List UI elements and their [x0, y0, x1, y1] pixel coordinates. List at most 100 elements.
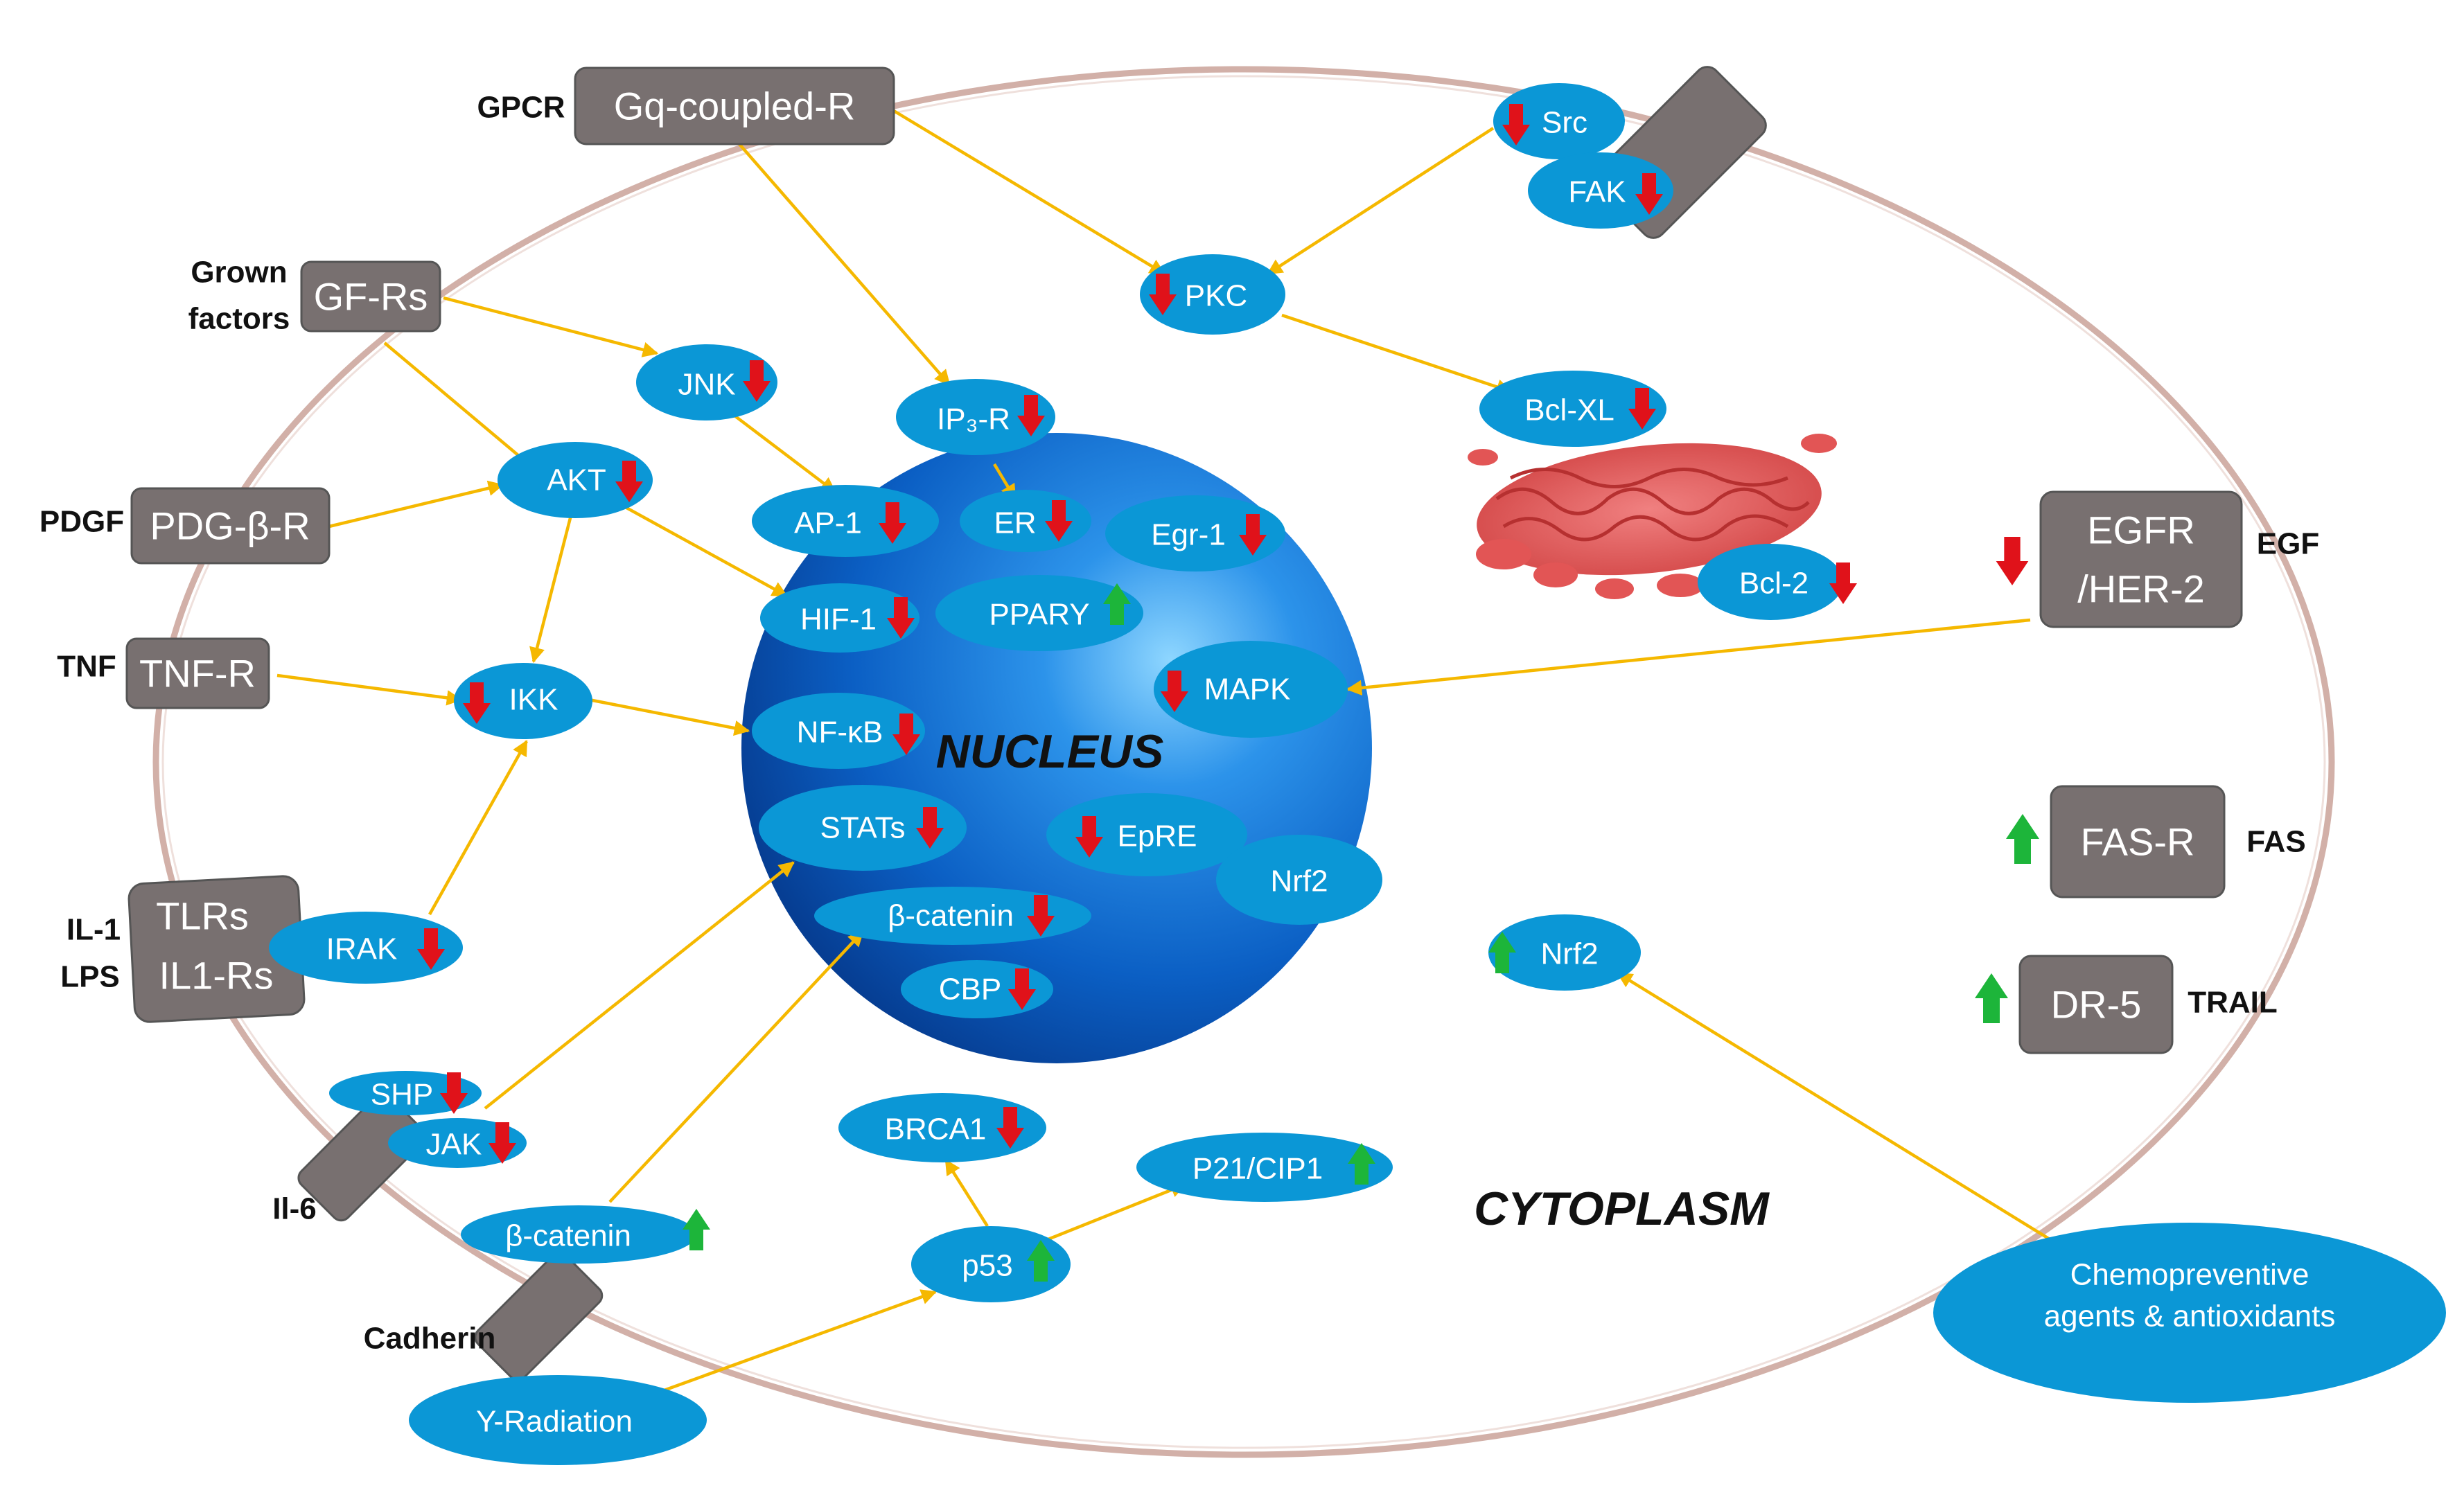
node-er-label: ER — [994, 506, 1036, 540]
node-pkc-label: PKC — [1185, 279, 1247, 313]
ligand-cadherin: Cadherin — [364, 1322, 496, 1356]
node-nrf2-nucleus — [1216, 835, 1382, 925]
ligand-tnf: TNF — [57, 650, 116, 684]
il1rs-label: IL1-Rs — [159, 954, 274, 998]
tnf-receptor — [125, 637, 270, 709]
node-radiation — [409, 1375, 707, 1465]
edge-shp-stats — [484, 861, 795, 1110]
edge-akt-ikk — [529, 512, 574, 664]
node-epre — [1046, 793, 1247, 876]
edge-p53-p21 — [1046, 1182, 1187, 1242]
pdgf-receptor-label: PDG-β-R — [150, 504, 310, 548]
node-fak — [1528, 152, 1673, 229]
node-brca1-label: BRCA1 — [885, 1113, 987, 1146]
ligand-lps: LPS — [60, 960, 120, 994]
edge-pkc-bclxl — [1281, 313, 1513, 395]
node-bcatenin-cytoplasm — [461, 1205, 696, 1264]
cadherin-receptor — [474, 1252, 604, 1381]
node-jak — [388, 1118, 527, 1168]
node-mapk — [1154, 641, 1348, 738]
node-bcl2 — [1698, 544, 1843, 620]
nucleus-title: NUCLEUS — [936, 725, 1164, 778]
node-cbp-label: CBP — [939, 973, 1001, 1007]
edge-gfr-akt — [383, 342, 538, 472]
edge-gfr-jnk — [443, 296, 659, 357]
node-bclxl-label: Bcl-XL — [1524, 393, 1614, 427]
node-ap1-label: AP-1 — [794, 506, 862, 540]
node-p21 — [1136, 1133, 1393, 1202]
ligand-egf: EGF — [2257, 527, 2319, 561]
edge-chemo-nrf2 — [1617, 972, 2052, 1241]
gq-coupled-receptor — [574, 67, 895, 145]
node-p53 — [911, 1226, 1071, 1302]
dr5-receptor — [2018, 955, 2174, 1054]
cell-membrane — [152, 66, 2335, 1458]
node-src-label: Src — [1542, 106, 1587, 140]
node-nfkb — [752, 693, 925, 769]
node-jnk-label: JNK — [678, 368, 735, 402]
tnf-receptor-label: TNF-R — [139, 652, 256, 696]
cell-membrane-inner — [161, 75, 2326, 1449]
node-brca1 — [838, 1093, 1046, 1162]
node-egr1 — [1105, 495, 1285, 572]
ligand-fas: FAS — [2246, 825, 2306, 859]
node-shp — [329, 1071, 482, 1115]
node-jak-label: JAK — [426, 1128, 482, 1162]
node-bcatenin-nucleus-label: β-catenin — [888, 899, 1014, 933]
node-stats — [759, 785, 967, 871]
node-bcatenin-nucleus — [814, 887, 1091, 945]
receptor-boxes — [125, 67, 2243, 1054]
edge-gq-pkc — [892, 109, 1165, 275]
ligand-grown: Grown — [191, 256, 287, 290]
edge-egfr-mapk — [1346, 618, 2031, 696]
node-egr1-label: Egr-1 — [1151, 518, 1226, 552]
node-ip3r-label: IP₃-R — [937, 402, 1010, 436]
node-epre-label: EpRE — [1118, 820, 1197, 853]
gf-receptor-label: GF-Rs — [314, 275, 428, 319]
ligand-trail: TRAIL — [2188, 986, 2278, 1020]
node-ikk — [454, 663, 592, 739]
node-radiation-label: Υ-Radiation — [476, 1405, 633, 1439]
node-nrf2-cytoplasm-label: Nrf2 — [1540, 937, 1598, 971]
node-p53-label: p53 — [962, 1249, 1012, 1283]
node-nrf2-nucleus-label: Nrf2 — [1270, 865, 1328, 898]
node-hif1-label: HIF-1 — [800, 603, 877, 637]
edge-jnk-ap1 — [733, 414, 836, 493]
ligand-il6: Il-6 — [272, 1192, 317, 1226]
dr5-receptor-label: DR-5 — [2051, 983, 2142, 1027]
edge-irak-ikk — [428, 740, 528, 916]
node-fak-label: FAK — [1568, 175, 1626, 209]
node-src — [1493, 83, 1625, 159]
node-ppar-label: PPARY — [989, 598, 1089, 632]
node-bclxl — [1479, 371, 1666, 447]
edge-radiation-p53 — [658, 1289, 938, 1394]
node-stats-label: STATs — [820, 811, 905, 845]
down-arrow-icon-egfr — [1996, 537, 2029, 585]
node-bcatenin-cytoplasm-label: β-catenin — [505, 1219, 631, 1253]
tlrs-label: TLRs — [156, 894, 249, 938]
fas-receptor-label: FAS-R — [2081, 820, 2195, 864]
node-nfkb-label: NF-κB — [797, 716, 883, 750]
node-mapk-label: MAPK — [1204, 673, 1291, 707]
node-chemo-label-1: Chemopreventive — [2070, 1258, 2309, 1292]
gq-coupled-receptor-label: Gq-coupled-R — [614, 85, 856, 128]
node-bcl2-label: Bcl-2 — [1739, 567, 1809, 601]
edge-ikk-nucleus — [588, 698, 750, 736]
cytoplasm-title: CYTOPLASM — [1474, 1182, 1770, 1235]
node-akt — [498, 442, 653, 518]
up-arrow-icon-dr5 — [1975, 973, 2008, 1023]
node-chemo-label-2: agents & antioxidants — [2044, 1300, 2336, 1334]
node-jnk — [636, 344, 777, 420]
pdgf-receptor — [130, 487, 331, 565]
node-ip3r — [896, 379, 1055, 455]
node-ppar — [935, 575, 1143, 651]
up-arrow-icon-fas — [2006, 814, 2039, 864]
node-akt-label: AKT — [547, 463, 606, 497]
node-irak — [269, 912, 463, 984]
edge-src-pkc — [1267, 127, 1495, 275]
egfr-her2-receptor — [2039, 490, 2243, 628]
node-irak-label: IRAK — [326, 932, 398, 966]
ligand-pdgf: PDGF — [39, 505, 124, 539]
